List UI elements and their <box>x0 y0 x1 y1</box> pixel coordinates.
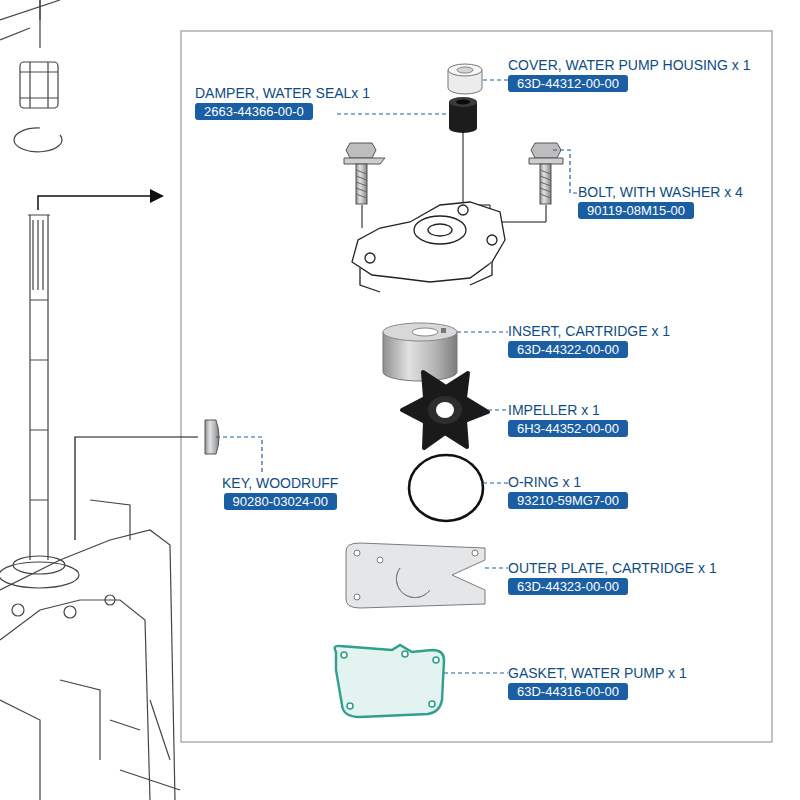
impeller <box>402 372 488 448</box>
part-name: OUTER PLATE, CARTRIDGE x 1 <box>508 559 717 577</box>
gasket-holes <box>341 651 439 709</box>
part-name: DAMPER, WATER SEALx 1 <box>195 84 370 102</box>
water-seal-damper <box>449 97 477 133</box>
part-name: INSERT, CARTRIDGE x 1 <box>508 322 670 340</box>
part-label: DAMPER, WATER SEALx 12663-44366-00-0 <box>195 84 370 120</box>
insert-cartridge <box>383 323 457 381</box>
part-label: OUTER PLATE, CARTRIDGE x 163D-44323-00-0… <box>508 559 717 595</box>
key-leader <box>75 437 198 540</box>
part-label: GASKET, WATER PUMP x 163D-44316-00-00 <box>508 664 687 700</box>
part-number: 6H3-44352-00-00 <box>508 419 628 437</box>
outer-plate <box>346 543 485 608</box>
detail-arrow <box>38 189 164 210</box>
part-number-box: 90280-03024-00 <box>224 493 337 510</box>
bolt <box>344 143 385 204</box>
part-number-box: 63D-44322-00-00 <box>508 341 628 358</box>
part-number: 63D-44312-00-00 <box>508 74 750 92</box>
part-name: O-RING x 1 <box>508 473 628 491</box>
part-number-box: 63D-44316-00-00 <box>508 683 628 700</box>
part-number-box: 63D-44323-00-00 <box>508 578 628 595</box>
part-name: IMPELLER x 1 <box>508 401 628 419</box>
part-name: BOLT, WITH WASHER x 4 <box>578 183 743 201</box>
part-number: 63D-44316-00-00 <box>508 682 687 700</box>
part-label: IMPELLER x 16H3-44352-00-00 <box>508 401 628 437</box>
part-label: KEY, WOODRUFF90280-03024-00 <box>222 474 338 510</box>
lower-unit-outline <box>0 0 180 800</box>
pump-housing <box>352 202 505 292</box>
part-number-box: 6H3-44352-00-00 <box>508 420 628 437</box>
o-ring <box>409 455 483 521</box>
part-number-box: 90119-08M15-00 <box>578 202 694 219</box>
part-number-box: 2663-44366-00-0 <box>195 103 313 120</box>
part-number: 90280-03024-00 <box>222 492 338 510</box>
part-name: COVER, WATER PUMP HOUSING x 1 <box>508 56 750 74</box>
part-number: 63D-44322-00-00 <box>508 340 670 358</box>
detail-frame <box>181 31 772 742</box>
part-name: GASKET, WATER PUMP x 1 <box>508 664 687 682</box>
part-number: 90119-08M15-00 <box>578 201 743 219</box>
part-number: 63D-44323-00-00 <box>508 577 717 595</box>
part-number-box: 93210-59MG7-00 <box>508 492 628 509</box>
bolt <box>529 143 563 204</box>
part-number: 2663-44366-00-0 <box>195 102 370 120</box>
part-name: KEY, WOODRUFF <box>222 474 338 492</box>
part-label: INSERT, CARTRIDGE x 163D-44322-00-00 <box>508 322 670 358</box>
water-pump-gasket <box>335 645 444 717</box>
part-number-box: 63D-44312-00-00 <box>508 75 628 92</box>
part-label: BOLT, WITH WASHER x 490119-08M15-00 <box>578 183 743 219</box>
plate-holes <box>354 550 478 600</box>
part-label: O-RING x 193210-59MG7-00 <box>508 473 628 509</box>
part-label: COVER, WATER PUMP HOUSING x 163D-44312-0… <box>508 56 750 92</box>
part-number: 93210-59MG7-00 <box>508 491 628 509</box>
housing-cover <box>448 64 482 94</box>
